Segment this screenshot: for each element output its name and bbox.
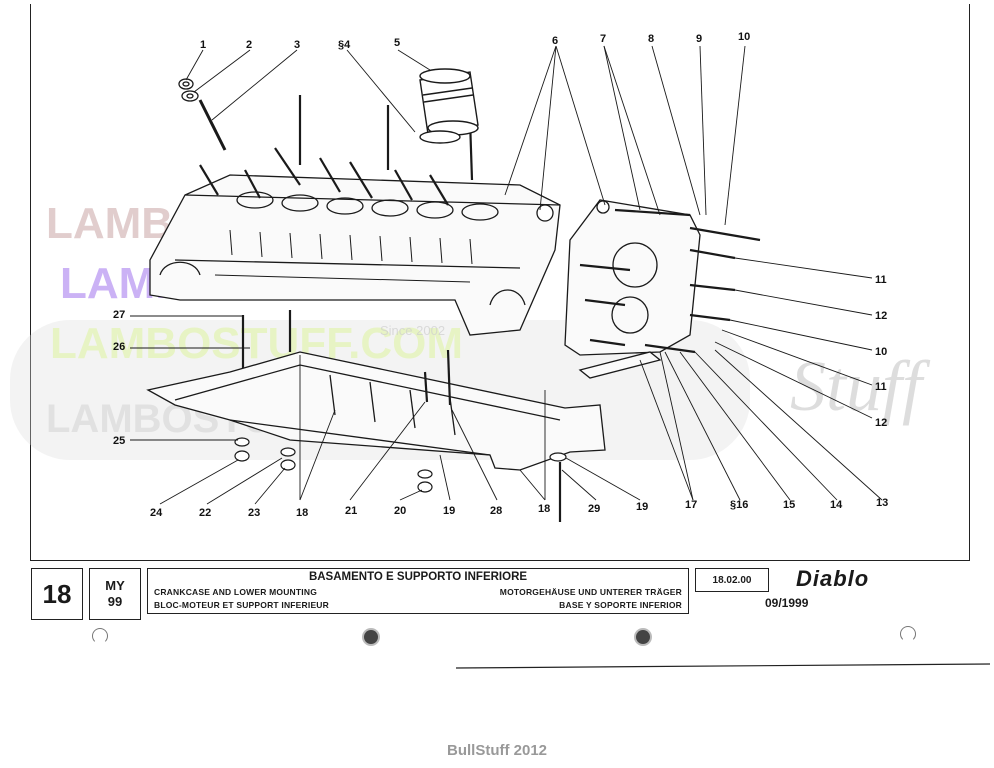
title-german: MOTORGEHÄUSE UND UNTERER TRÄGER: [499, 587, 682, 597]
mounting-studs: [241, 310, 562, 522]
callout-14: 14: [830, 499, 843, 511]
model-year-value: 99: [107, 594, 123, 609]
callout-18-a: 18: [296, 507, 308, 519]
callout-4: §4: [338, 39, 351, 51]
leader-lines: [130, 45, 883, 505]
callout-9: 9: [696, 33, 702, 45]
plate-number: 18: [31, 568, 83, 620]
cylinder-liner-part: [419, 68, 479, 144]
callout-19-b: 19: [636, 501, 648, 513]
title-english: CRANKCASE AND LOWER MOUNTING: [154, 587, 317, 597]
watermark-3: LAMBOSTUFF.COM: [50, 319, 463, 368]
head-studs: [199, 95, 474, 206]
mounting-nuts: [234, 437, 567, 493]
washer-nut-parts: [178, 78, 199, 102]
callout-27: 27: [113, 309, 125, 321]
callout-12-b: 12: [875, 417, 887, 429]
crankcase-ribs: [214, 229, 473, 283]
stud-part-3: [198, 99, 227, 151]
callout-7: 7: [600, 33, 606, 45]
title-spanish: BASE Y SOPORTE INFERIOR: [559, 600, 682, 610]
callout-12-a: 12: [875, 310, 887, 322]
title-french: BLOC-MOTEUR ET SUPPORT INFERIEUR: [154, 600, 329, 610]
callout-28: 28: [490, 505, 502, 517]
brand-logo: Diablo: [796, 566, 870, 591]
callout-13: 13: [876, 497, 888, 509]
callout-2: 2: [246, 39, 252, 51]
cover-studs: [579, 208, 761, 354]
callouts-bottom: 24 22 23 18 21 20 19 28 18 29 19 17 §16 …: [150, 497, 888, 519]
edition-date: 09/1999: [765, 596, 809, 610]
callout-11-b: 11: [875, 381, 887, 393]
watermark-7: Since 2002: [380, 323, 445, 338]
section-code: 18.02.00: [695, 568, 769, 592]
callout-26: 26: [113, 341, 125, 353]
binder-hole-left: [92, 628, 108, 644]
callout-23: 23: [248, 507, 260, 519]
binder-hole-right: [900, 626, 916, 642]
callout-8: 8: [648, 33, 654, 45]
title-box: BASAMENTO E SUPPORTO INFERIORE CRANKCASE…: [147, 568, 689, 614]
callout-3: 3: [294, 39, 300, 51]
binder-hole-center-right: [636, 630, 650, 644]
callouts-right: 11 12 10 11 12: [875, 274, 887, 429]
binder-hole-center-left: [364, 630, 378, 644]
liner-seal-ring: [419, 130, 461, 144]
callout-25: 25: [113, 435, 125, 447]
callout-29: 29: [588, 503, 600, 515]
footer-credit: BullStuff 2012: [446, 742, 548, 759]
callout-20: 20: [394, 505, 406, 517]
callout-17: 17: [685, 499, 697, 511]
callout-10-top: 10: [738, 31, 750, 43]
callout-18-b: 18: [538, 503, 550, 515]
callout-1: 1: [200, 39, 206, 51]
callouts-top: 1 2 3 §4 5 6 7 8 9 10: [200, 31, 750, 51]
callout-10-right: 10: [875, 346, 887, 358]
callout-24: 24: [150, 507, 163, 519]
title-italian: BASAMENTO E SUPPORTO INFERIORE: [308, 571, 528, 583]
cylinder-bores: [236, 191, 499, 221]
drawing-frame: [30, 4, 970, 561]
callout-11-a: 11: [875, 274, 887, 286]
callouts-left: 27 26 25: [113, 309, 125, 447]
end-cover-part: [536, 199, 701, 379]
callout-6: 6: [552, 35, 558, 47]
callout-16: §16: [730, 499, 748, 511]
crankcase-part: [149, 95, 561, 336]
model-year-label: MY: [105, 578, 125, 593]
callout-22: 22: [199, 507, 211, 519]
model-year-box: MY 99: [89, 568, 141, 620]
callout-15: 15: [783, 499, 795, 511]
callout-5: 5: [394, 37, 400, 49]
callout-19-a: 19: [443, 505, 455, 517]
watermark-5: Stuff: [790, 346, 931, 426]
callout-21: 21: [345, 505, 357, 517]
